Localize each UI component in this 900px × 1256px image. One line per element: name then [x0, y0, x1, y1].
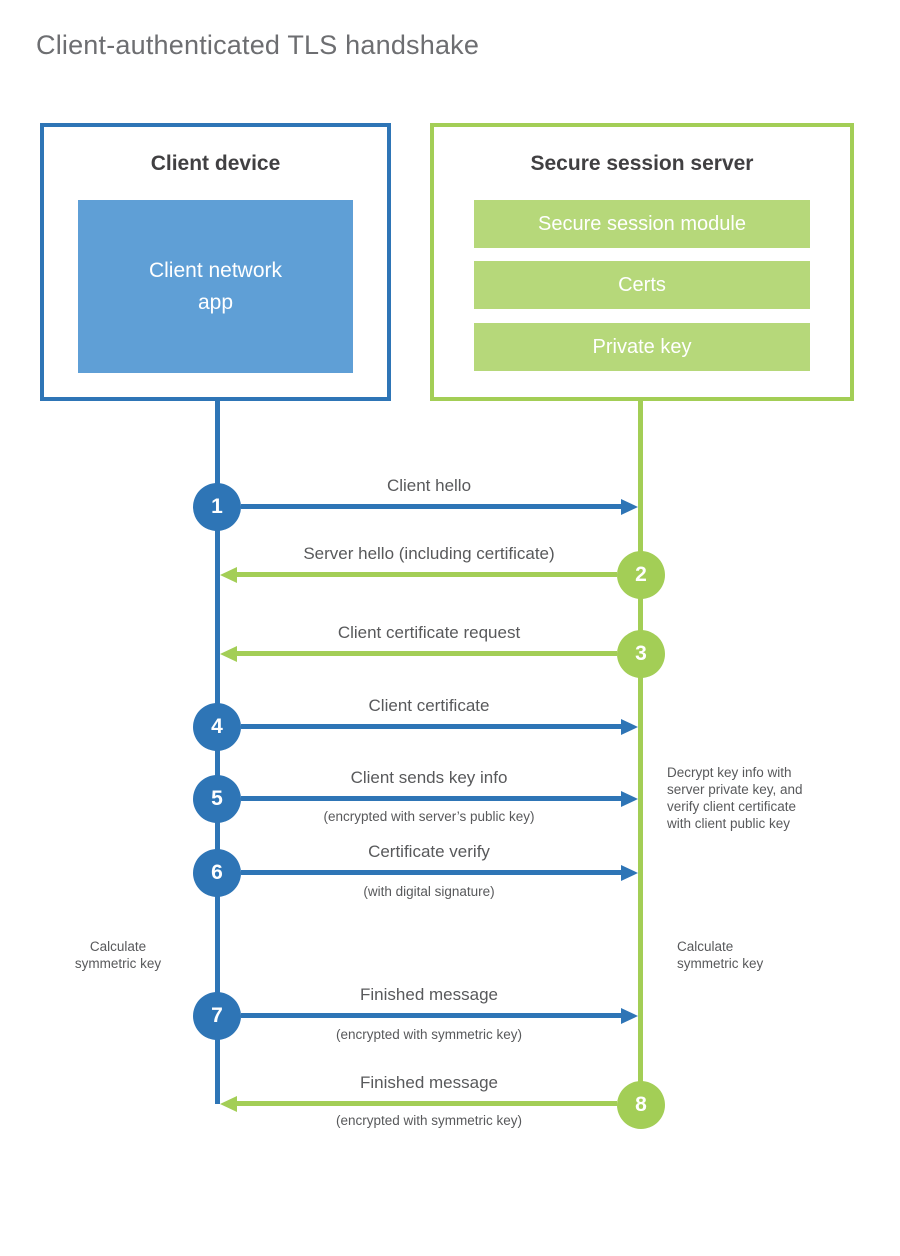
- message-4-arrow-right: [241, 718, 638, 735]
- message-2-label: Server hello (including certificate): [303, 544, 555, 563]
- message-3-label: Client certificate request: [337, 623, 521, 642]
- client-network-app-box: Client network app: [78, 200, 353, 373]
- message-7-label: Finished message: [360, 985, 498, 1004]
- calculate-symmetric-key-note-server: Calculate symmetric key: [677, 939, 764, 971]
- message-6-arrow-right: [241, 864, 638, 881]
- step-2-badge: 2: [617, 551, 665, 599]
- message-7-arrow-right: [241, 1007, 638, 1024]
- message-5-sublabel: (encrypted with server’s public key): [323, 809, 535, 824]
- message-4-label: Client certificate: [368, 696, 490, 715]
- calculate-symmetric-key-note-client: Calculate symmetric key: [74, 939, 162, 971]
- decrypt-key-info-note: Decrypt key info with server private key…: [667, 765, 803, 831]
- client-app-line-1: Client network: [148, 259, 283, 282]
- step-8-badge: 8: [617, 1081, 665, 1129]
- secure-session-server-title: Secure session server: [530, 152, 754, 175]
- secure-session-module-bar: Secure session module: [474, 200, 810, 248]
- message-6-sublabel: (with digital signature): [363, 884, 495, 899]
- client-device-title: Client device: [150, 152, 281, 175]
- message-8-label: Finished message: [360, 1073, 498, 1092]
- message-8-sublabel: (encrypted with symmetric key): [335, 1113, 523, 1128]
- message-2-arrow-left: [220, 566, 617, 583]
- step-5-badge: 5: [193, 775, 241, 823]
- message-6-label: Certificate verify: [368, 842, 490, 861]
- private-key-bar: Private key: [474, 323, 810, 371]
- certs-bar: Certs: [474, 261, 810, 309]
- message-5-arrow-right: [241, 790, 638, 807]
- message-1-arrow-right: [241, 498, 638, 515]
- step-6-badge: 6: [193, 849, 241, 897]
- step-7-badge: 7: [193, 992, 241, 1040]
- message-8-arrow-left: [220, 1095, 617, 1112]
- message-3-arrow-left: [220, 645, 617, 662]
- page-title: Client-authenticated TLS handshake: [36, 30, 480, 60]
- step-4-badge: 4: [193, 703, 241, 751]
- client-app-line-2: app: [197, 290, 234, 314]
- message-1-label: Client hello: [386, 476, 472, 495]
- step-3-badge: 3: [617, 630, 665, 678]
- client-device-box: Client device Client network app: [40, 123, 391, 401]
- server-lifeline: [638, 399, 643, 1105]
- client-lifeline: [215, 399, 220, 1104]
- message-5-label: Client sends key info: [350, 768, 508, 787]
- step-1-badge: 1: [193, 483, 241, 531]
- message-7-sublabel: (encrypted with symmetric key): [335, 1027, 523, 1042]
- secure-session-server-box: Secure session server Secure session mod…: [430, 123, 854, 401]
